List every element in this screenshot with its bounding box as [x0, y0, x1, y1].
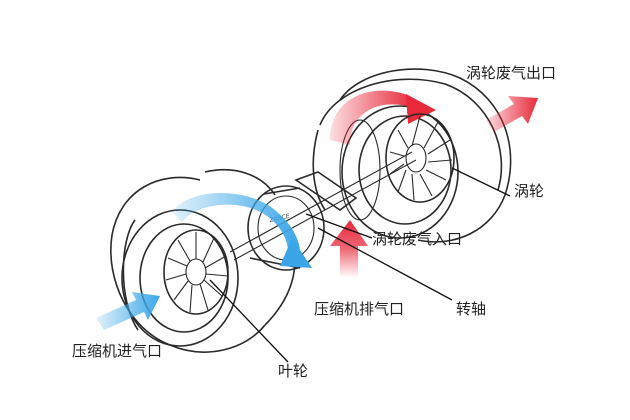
- label-compressor-inlet: 压缩机进气口: [72, 342, 162, 360]
- turbine-swirl-arrowhead: [406, 94, 436, 124]
- compressor-impeller: [163, 229, 229, 315]
- label-turbine-exhaust-outlet: 涡轮废气出口: [466, 64, 556, 82]
- exhaust-inlet-leader-line: [305, 213, 373, 239]
- turbine-hot-swirl-flow: [330, 90, 414, 145]
- turbine-exhaust-inlet-arrow: [330, 220, 368, 278]
- label-impeller: 叶轮: [278, 362, 308, 380]
- compressor-inlet-arrow: [96, 292, 160, 330]
- compressor-cold-swirl-flow: [172, 193, 301, 258]
- label-turbine-exhaust-inlet: 涡轮废气入口: [372, 230, 462, 248]
- compressor-outlet-arrowhead: [280, 238, 312, 268]
- impeller-leader-line: [209, 279, 289, 363]
- turbine-exhaust-outlet-arrow: [486, 96, 538, 132]
- shaft: [229, 151, 417, 261]
- label-compressor-outlet: 压缩机排气口: [314, 300, 404, 318]
- turbine-wheel: [385, 113, 455, 203]
- turbine-leader-line: [451, 167, 511, 197]
- shaft-leader-line: [317, 227, 453, 301]
- label-shaft: 转轴: [456, 300, 486, 318]
- label-turbine: 涡轮: [514, 182, 544, 200]
